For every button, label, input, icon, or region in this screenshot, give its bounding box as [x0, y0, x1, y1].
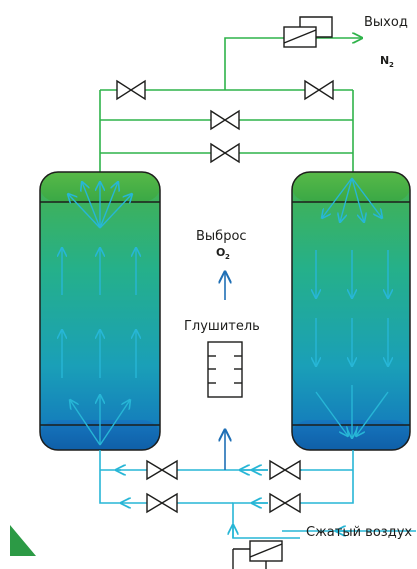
valve-top-right	[304, 79, 334, 101]
adsorber-right	[291, 171, 411, 451]
valve-bottom-right-lower	[269, 492, 301, 514]
nitrogen-piping	[99, 38, 362, 172]
valve-middle	[210, 109, 240, 131]
valve-lower	[210, 142, 240, 164]
valve-top-left	[116, 79, 146, 101]
compressed-air-label: Сжатый воздух	[306, 525, 412, 540]
oxygen-subscript: 2	[225, 253, 230, 261]
valve-bottom-left-upper	[146, 459, 178, 481]
exhaust-label: Выброс	[196, 229, 247, 244]
oxygen-label: O	[216, 246, 225, 259]
bottom-flow-arrows	[116, 470, 352, 531]
silencer-icon	[207, 341, 243, 398]
logo-triangle-icon	[10, 525, 36, 556]
inlet-check-valve	[232, 540, 283, 569]
nitrogen-label: N	[380, 54, 389, 67]
flow-arrows-right	[316, 177, 388, 438]
air-piping	[99, 450, 416, 539]
silencer-label: Глушитель	[184, 319, 260, 334]
valve-bottom-left-lower	[146, 492, 178, 514]
valve-bottom-right-upper	[269, 459, 301, 481]
outlet-label: Выход	[364, 15, 408, 30]
flow-arrows-left	[62, 182, 136, 446]
outlet-check-valve	[283, 16, 333, 48]
nitrogen-subscript: 2	[389, 61, 394, 69]
